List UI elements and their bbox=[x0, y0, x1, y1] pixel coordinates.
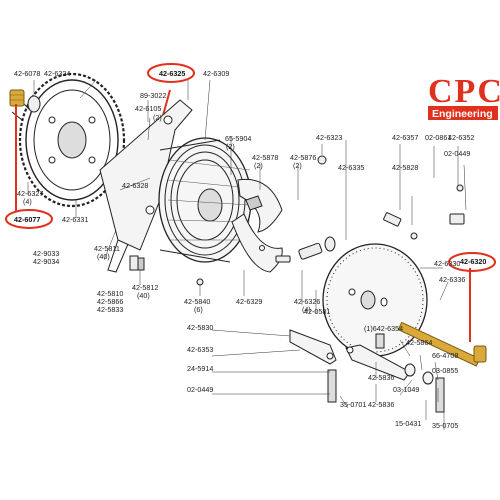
part-label: 42-5812 bbox=[132, 283, 158, 292]
part-label: 02-0449 bbox=[444, 149, 470, 158]
part-label: 42-5876 bbox=[290, 153, 316, 162]
highlight-ring-42-6077 bbox=[5, 209, 53, 229]
part-label: 89-3022 bbox=[140, 91, 166, 100]
logo-banner bbox=[428, 106, 498, 120]
part-label: (40) bbox=[137, 291, 150, 300]
part-label: 42-0581 bbox=[304, 307, 330, 316]
part-label: 42-5864 bbox=[406, 338, 432, 347]
part-label: 02-0449 bbox=[187, 385, 213, 394]
part-label: 02-0861 bbox=[425, 133, 451, 142]
chain-adjuster-parts bbox=[129, 255, 204, 286]
part-label: 42-9034 bbox=[33, 257, 59, 266]
part-label: (4) bbox=[23, 197, 32, 206]
part-label: (2) bbox=[293, 161, 302, 170]
part-label: 42-6325 bbox=[159, 69, 185, 78]
part-label: 42-6335 bbox=[338, 163, 364, 172]
part-label: 42-5836 bbox=[368, 373, 394, 382]
part-label: (4) bbox=[302, 305, 311, 314]
part-label: (6) bbox=[194, 305, 203, 314]
part-label: 15-0431 bbox=[395, 419, 421, 428]
part-number-labels: 42-6078 42-6324 42-6325 42-6309 89-3022 42-61… bbox=[14, 69, 486, 430]
part-label: 24-5914 bbox=[187, 364, 213, 373]
part-label: 42-5878 bbox=[252, 153, 278, 162]
part-label: 42-5840 bbox=[184, 297, 210, 306]
part-label: 35-0705 bbox=[432, 421, 458, 430]
part-label: 66-4708 bbox=[432, 351, 458, 360]
part-label: 42-6328 bbox=[122, 181, 148, 190]
highlight-ring-42-6320 bbox=[448, 252, 496, 272]
highlight-ring-42-6325 bbox=[147, 63, 195, 83]
part-label: 42-5811 bbox=[94, 244, 120, 253]
part-label: 42-6077 bbox=[14, 215, 40, 224]
part-label: 42-6353 bbox=[187, 345, 213, 354]
part-label: 42-6336 bbox=[439, 275, 465, 284]
axle-42-6320 bbox=[397, 268, 487, 367]
part-label: 42-6320 bbox=[460, 257, 486, 266]
wheel-nut-42-6078 bbox=[9, 89, 41, 113]
brake-drum-hub bbox=[158, 137, 252, 263]
part-label: 03-1049 bbox=[393, 385, 419, 394]
logo-subtitle: Engineering bbox=[432, 108, 493, 120]
leader-lines bbox=[27, 79, 467, 430]
part-label: (2) bbox=[254, 161, 263, 170]
part-label: 42-5866 bbox=[97, 297, 123, 306]
part-label: 42-5828 bbox=[392, 163, 418, 172]
part-label: 42-5833 bbox=[97, 305, 123, 314]
part-label: 42-5810 bbox=[97, 289, 123, 298]
logo-brand: CPC bbox=[428, 73, 500, 110]
part-label: 42-6357 bbox=[392, 133, 418, 142]
part-label: (2) bbox=[226, 142, 235, 151]
brake-shoes bbox=[231, 178, 283, 273]
part-label: 42-6331 bbox=[62, 215, 88, 224]
part-label: 35-0701 bbox=[340, 400, 366, 409]
part-label: 42-6329 bbox=[236, 297, 262, 306]
part-label: 42-6078 bbox=[14, 69, 40, 78]
part-label: (1)642-6354 bbox=[364, 324, 403, 333]
part-label: 42-9033 bbox=[33, 249, 59, 258]
part-label: 42-5830 bbox=[187, 323, 213, 332]
cpc-logo: CPC Engineering bbox=[428, 73, 500, 120]
brake-linkage bbox=[289, 329, 445, 413]
rear-sprocket-with-chain bbox=[11, 72, 126, 208]
part-label: 42-6326 bbox=[294, 297, 320, 306]
label-highlights bbox=[5, 63, 496, 272]
part-label: (2) bbox=[153, 113, 162, 122]
part-label: 03-0855 bbox=[432, 366, 458, 375]
part-label: 42-6330 bbox=[434, 259, 460, 268]
part-label: 42-6324 bbox=[44, 69, 70, 78]
part-label: 42-6352 bbox=[448, 133, 474, 142]
part-label: 42-6105 bbox=[135, 104, 161, 113]
part-label: (40) bbox=[97, 252, 110, 261]
part-label: 65-5904 bbox=[225, 134, 251, 143]
part-label: 42-6309 bbox=[203, 69, 229, 78]
part-label: 42-6327 bbox=[17, 189, 43, 198]
part-label: 42-6323 bbox=[316, 133, 342, 142]
adjuster-bolt-parts bbox=[275, 155, 336, 263]
part-label: 42-5836 bbox=[368, 400, 394, 409]
right-fasteners bbox=[383, 184, 465, 240]
